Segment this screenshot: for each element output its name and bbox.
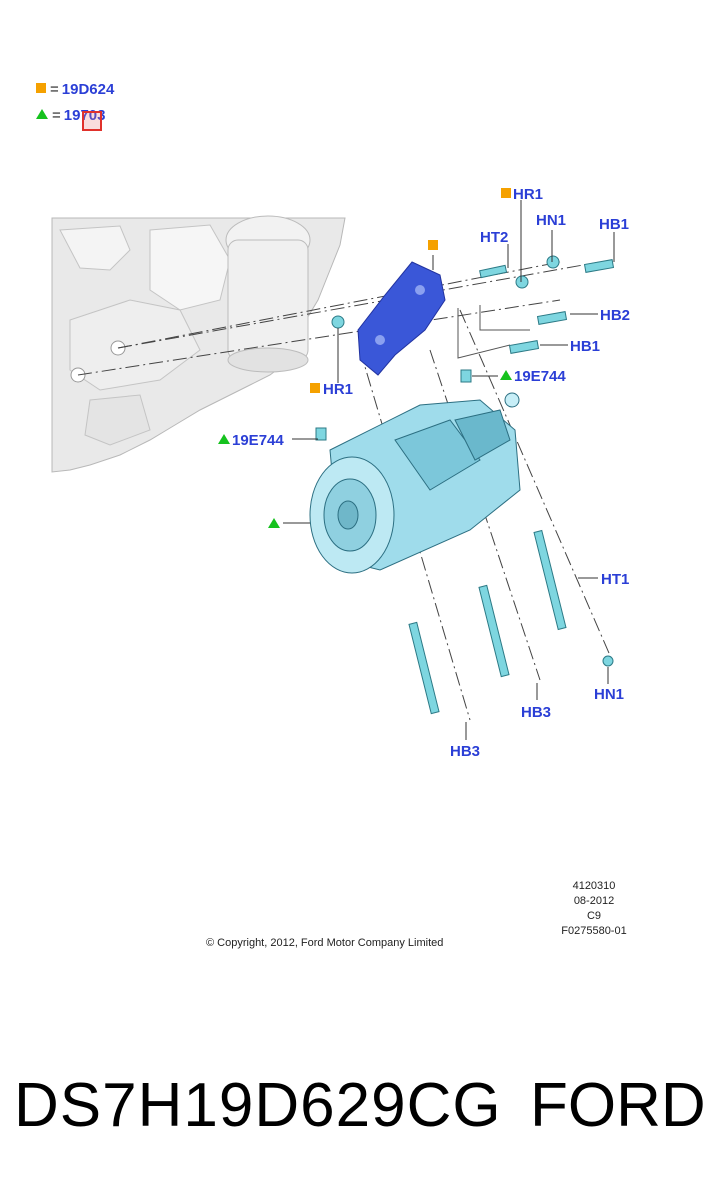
drawing-date: 08-2012	[573, 895, 615, 907]
callout-hn1-bottom[interactable]: HN1	[594, 686, 624, 703]
exploded-parts-diagram: HR1 HN1 HT2 HB1 HB2 HB1 HR1 19E744 19E74…	[51, 186, 630, 760]
square-marker	[501, 188, 511, 198]
square-marker	[428, 240, 438, 250]
nut-hr1-top	[515, 275, 529, 289]
leader-lines	[457, 305, 530, 359]
figure-id: F0275580-01	[561, 925, 627, 937]
callout-hb3-left[interactable]: HB3	[450, 743, 480, 760]
stud-ht1	[533, 529, 567, 631]
stud-ht2	[479, 264, 508, 279]
callout-markers	[218, 188, 512, 528]
bolt-hb3-left	[408, 621, 440, 715]
callout-hb3-mid[interactable]: HB3	[521, 704, 551, 721]
nut-hn1-bottom	[602, 655, 614, 667]
bracket-hole	[415, 285, 425, 295]
ac-compressor	[309, 392, 521, 574]
triangle-marker	[218, 434, 230, 444]
callout-hn1-top[interactable]: HN1	[536, 212, 566, 229]
triangle-marker	[268, 518, 280, 528]
hardware	[315, 255, 615, 715]
copyright-text: © Copyright, 2012, Ford Motor Company Li…	[206, 937, 444, 949]
selection-highlight	[82, 111, 102, 131]
dowel-19e744-left	[315, 427, 327, 441]
callout-hr1-top[interactable]: HR1	[513, 186, 543, 203]
metadata-block: 4120310 08-2012 C9 F0275580-01	[556, 880, 632, 937]
callout-ht2[interactable]: HT2	[480, 229, 508, 246]
drawing-code: 4120310	[572, 880, 616, 892]
square-marker	[310, 383, 320, 393]
bracket-hole	[375, 335, 385, 345]
callout-hb1-mid[interactable]: HB1	[570, 338, 600, 355]
legend-code[interactable]: 19D624	[61, 81, 115, 98]
triangle-marker	[500, 370, 512, 380]
callout-19e744-left[interactable]: 19E744	[232, 432, 284, 449]
callout-hb2[interactable]: HB2	[600, 307, 630, 324]
callout-hr1-left[interactable]: HR1	[323, 381, 353, 398]
dowel-19e744-right	[460, 369, 472, 383]
bolt-hb2	[536, 311, 568, 325]
bolt-hb3-mid	[478, 584, 510, 678]
drawing-revision: C9	[586, 910, 602, 922]
nut-hr1-left	[331, 315, 345, 329]
callout-leaders	[283, 200, 615, 740]
bracket	[357, 261, 446, 376]
brand-name: FORD	[530, 1071, 706, 1140]
legend-row-19d624: =19D624	[36, 81, 114, 98]
engine-block	[51, 215, 346, 473]
callout-hb1-top[interactable]: HB1	[599, 216, 629, 233]
callout-19e744-right[interactable]: 19E744	[514, 368, 566, 385]
green-triangle-icon	[36, 109, 48, 119]
bolt-hb1-mid	[508, 340, 540, 354]
nut-hn1-top	[546, 255, 560, 269]
orange-square-icon	[36, 83, 46, 93]
callout-ht1[interactable]: HT1	[601, 571, 629, 588]
bolt-hb1-top	[583, 259, 615, 273]
part-number: DS7H19D629CG	[14, 1071, 502, 1140]
